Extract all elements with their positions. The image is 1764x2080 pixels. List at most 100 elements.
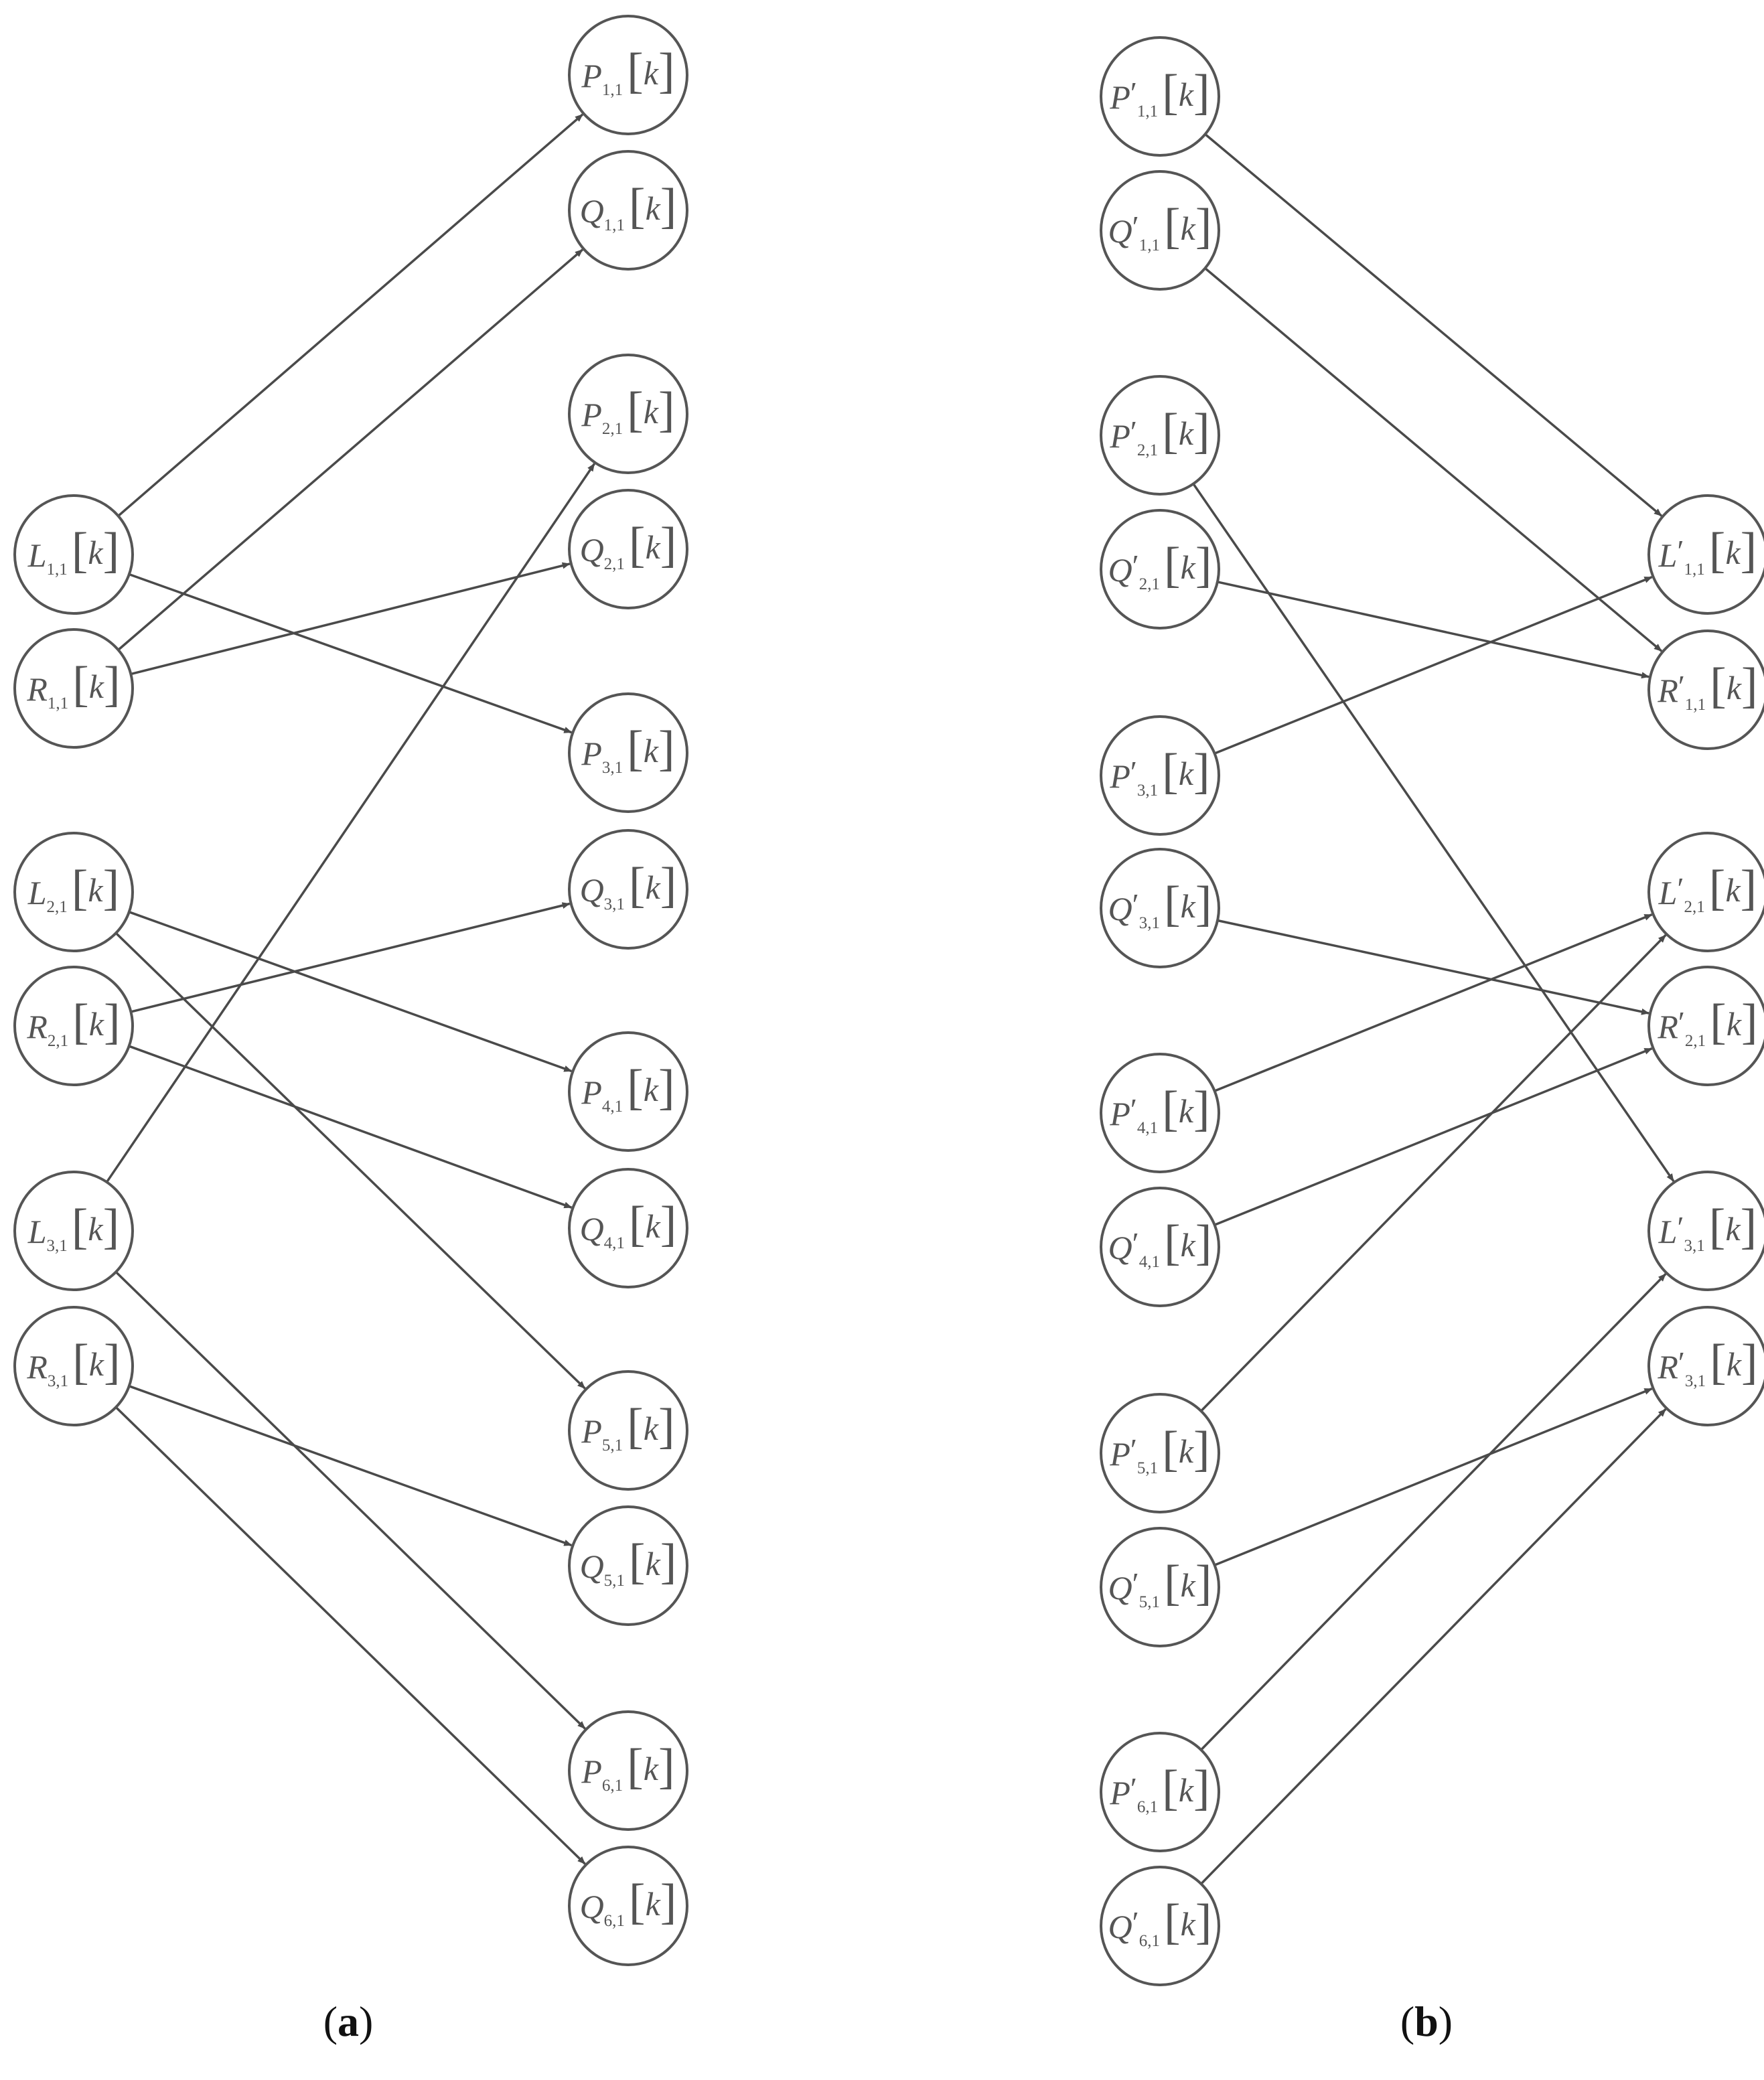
node-Rp11: R′1,1[k] — [1647, 629, 1764, 750]
node-circle — [13, 832, 134, 952]
node-label: Q3,1[k] — [580, 858, 677, 913]
node-circle — [568, 1505, 688, 1626]
edge-Qp61-to-Rp31 — [1200, 1408, 1667, 1885]
node-label: L′2,1[k] — [1658, 861, 1757, 916]
node-Qp61: Q′6,1[k] — [1100, 1866, 1220, 1986]
panel-b-nodes: P′1,1[k]Q′1,1[k]P′2,1[k]Q′2,1[k]P′3,1[k]… — [1100, 36, 1764, 1986]
node-label: L′3,1[k] — [1658, 1199, 1757, 1255]
node-Pp41: P′4,1[k] — [1100, 1053, 1220, 1173]
panel-a-caption: (a) — [323, 1998, 374, 2045]
panel-b-caption: (b) — [1400, 1998, 1453, 2045]
node-circle — [1647, 1306, 1764, 1426]
node-circle — [1647, 1171, 1764, 1291]
node-Qp51: Q′5,1[k] — [1100, 1527, 1220, 1647]
node-label: R1,1[k] — [26, 657, 120, 713]
edge-L31-to-P61 — [115, 1271, 586, 1730]
node-Q21: Q2,1[k] — [568, 489, 688, 609]
node-label: P′3,1[k] — [1109, 744, 1209, 800]
node-P11: P1,1[k] — [568, 15, 688, 135]
node-Qp41: Q′4,1[k] — [1100, 1187, 1220, 1307]
node-label: R′1,1[k] — [1657, 658, 1757, 714]
node-circle — [1100, 715, 1220, 836]
node-Q11: Q1,1[k] — [568, 150, 688, 271]
node-Qp21: Q′2,1[k] — [1100, 509, 1220, 629]
node-label: P3,1[k] — [581, 721, 674, 777]
node-label: R′3,1[k] — [1657, 1335, 1757, 1390]
node-label: R′2,1[k] — [1657, 994, 1757, 1050]
node-label: P4,1[k] — [581, 1060, 674, 1116]
node-circle — [13, 628, 134, 749]
node-circle — [568, 150, 688, 271]
node-P21: P2,1[k] — [568, 354, 688, 474]
panel-a: L1,1[k]R1,1[k]L2,1[k]R2,1[k]L3,1[k]R3,1[… — [13, 15, 688, 2045]
node-Q51: Q5,1[k] — [568, 1505, 688, 1626]
node-R31: R3,1[k] — [13, 1306, 134, 1426]
panel-a-edges — [105, 113, 595, 1865]
node-Lp21: L′2,1[k] — [1647, 832, 1764, 952]
edge-Pp61-to-Lp31 — [1200, 1273, 1667, 1751]
node-Pp21: P′2,1[k] — [1100, 375, 1220, 496]
node-label: P′2,1[k] — [1109, 404, 1209, 459]
node-Qp31: Q′3,1[k] — [1100, 848, 1220, 968]
node-Rp21: R′2,1[k] — [1647, 966, 1764, 1086]
node-circle — [1100, 509, 1220, 629]
node-label: P5,1[k] — [581, 1399, 674, 1455]
node-label: L2,1[k] — [27, 861, 120, 916]
node-circle — [1100, 1732, 1220, 1852]
node-circle — [1100, 1393, 1220, 1513]
edge-L11-to-P31 — [129, 573, 573, 734]
node-circle — [1100, 848, 1220, 968]
edge-R31-to-Q51 — [129, 1385, 573, 1547]
edge-Qp41-to-Rp21 — [1214, 1047, 1653, 1226]
edge-Qp21-to-Rp11 — [1217, 581, 1650, 679]
node-L11: L1,1[k] — [13, 494, 134, 615]
node-circle — [13, 1171, 134, 1291]
node-circle — [1100, 170, 1220, 291]
edge-L21-to-P41 — [129, 911, 573, 1073]
node-circle — [1647, 494, 1764, 615]
panel-b-edges — [1192, 133, 1675, 1885]
node-label: Q1,1[k] — [580, 179, 677, 234]
node-label: Q′3,1[k] — [1108, 877, 1212, 932]
edge-R31-to-Q61 — [115, 1406, 586, 1865]
node-circle — [1100, 1527, 1220, 1647]
node-label: P6,1[k] — [581, 1739, 674, 1795]
node-P61: P6,1[k] — [568, 1710, 688, 1831]
node-Lp11: L′1,1[k] — [1647, 494, 1764, 615]
node-label: Q′2,1[k] — [1108, 538, 1212, 593]
edge-Pp31-to-Lp11 — [1214, 576, 1653, 755]
node-P51: P5,1[k] — [568, 1370, 688, 1491]
node-Q41: Q4,1[k] — [568, 1168, 688, 1288]
node-label: P′5,1[k] — [1109, 1422, 1209, 1477]
node-label: P′6,1[k] — [1109, 1761, 1209, 1816]
node-label: Q′5,1[k] — [1108, 1556, 1212, 1611]
node-circle — [13, 494, 134, 615]
panel-b: P′1,1[k]Q′1,1[k]P′2,1[k]Q′2,1[k]P′3,1[k]… — [1100, 36, 1764, 2045]
node-Q31: Q3,1[k] — [568, 829, 688, 950]
node-label: Q′4,1[k] — [1108, 1215, 1212, 1271]
node-circle — [1647, 966, 1764, 1086]
node-circle — [568, 489, 688, 609]
node-label: P1,1[k] — [581, 44, 674, 99]
node-label: Q5,1[k] — [580, 1534, 677, 1590]
edge-L21-to-P51 — [115, 932, 586, 1390]
node-circle — [1647, 629, 1764, 750]
node-circle — [1100, 1187, 1220, 1307]
node-label: P2,1[k] — [581, 382, 674, 438]
node-P41: P4,1[k] — [568, 1031, 688, 1152]
node-label: L3,1[k] — [27, 1199, 120, 1255]
node-Rp31: R′3,1[k] — [1647, 1306, 1764, 1426]
edge-R11-to-Q21 — [130, 562, 571, 676]
node-circle — [568, 15, 688, 135]
edge-Pp21-to-Lp31 — [1192, 483, 1675, 1182]
node-L21: L2,1[k] — [13, 832, 134, 952]
node-circle — [1100, 375, 1220, 496]
node-circle — [568, 1031, 688, 1152]
node-circle — [568, 829, 688, 950]
edge-R21-to-Q41 — [129, 1045, 573, 1209]
node-label: L1,1[k] — [27, 523, 120, 579]
node-Pp31: P′3,1[k] — [1100, 715, 1220, 836]
edge-R21-to-Q31 — [130, 902, 571, 1013]
node-label: Q2,1[k] — [580, 518, 677, 573]
